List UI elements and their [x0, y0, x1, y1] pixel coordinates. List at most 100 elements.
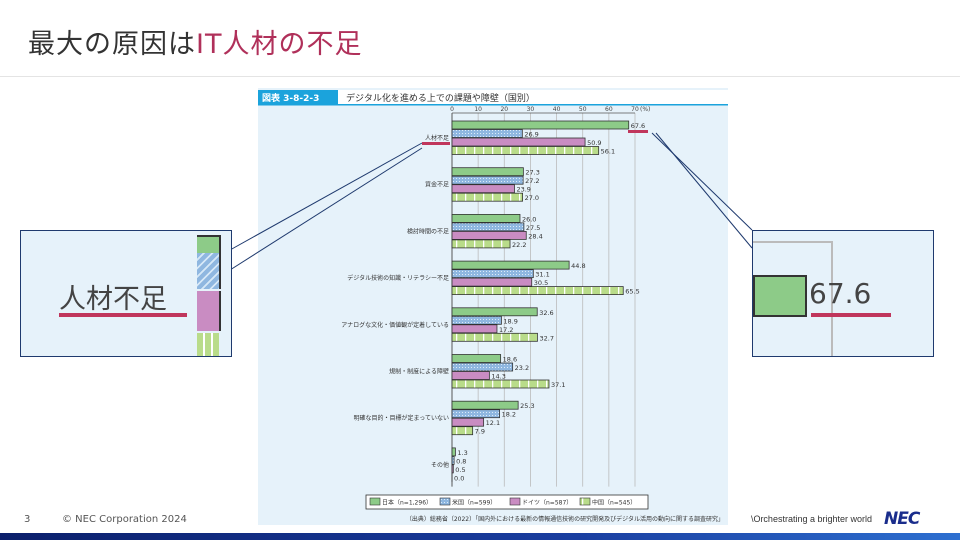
category-label: 明確な目的・目標が定まっていない	[354, 414, 449, 422]
bar	[451, 447, 456, 457]
data-label: 23.2	[515, 364, 529, 372]
data-label: 18.6	[503, 356, 517, 364]
legend-swatch	[579, 497, 591, 506]
bar	[451, 455, 455, 465]
title-accent: IT人材の不足	[196, 29, 363, 60]
data-label: 32.6	[539, 309, 553, 317]
bar	[451, 120, 630, 130]
bar	[451, 371, 490, 380]
bar	[451, 239, 511, 249]
bar	[451, 464, 454, 474]
bar	[451, 230, 527, 240]
bar	[451, 137, 586, 147]
bottom-bar	[0, 533, 960, 540]
data-label: 12.1	[486, 419, 500, 427]
data-label: 27.2	[525, 177, 539, 185]
bar	[451, 315, 502, 325]
legend-label: 中国（n=545）	[592, 499, 636, 507]
data-label: 0.8	[456, 457, 466, 465]
legend	[365, 494, 649, 510]
data-label: 27.3	[525, 169, 539, 177]
figure-id-badge	[258, 90, 338, 104]
data-label: 1.3	[457, 449, 467, 457]
bar	[451, 146, 600, 155]
category-label: 資金不足	[425, 181, 449, 189]
data-label: 37.1	[551, 381, 565, 389]
bar	[451, 222, 525, 232]
bar	[451, 286, 624, 296]
data-label: 67.6	[631, 122, 645, 130]
data-label: 18.2	[502, 411, 516, 419]
data-label: 50.9	[587, 139, 601, 147]
x-tick-label: 70	[631, 106, 639, 113]
category-label: 人材不足	[425, 134, 449, 142]
data-label: 22.2	[512, 241, 526, 249]
category-label: アナログな文化・価値観が定着している	[341, 321, 449, 329]
legend-swatch	[369, 497, 381, 506]
category-label: デジタル技術の知識・リテラシー不足	[347, 274, 449, 282]
x-tick-label: 20	[500, 106, 508, 113]
x-tick-label: 50	[579, 106, 587, 113]
data-label: 44.8	[571, 262, 585, 270]
category-label: 検討時間の不足	[407, 227, 449, 235]
data-label: 32.7	[539, 334, 553, 342]
bar	[451, 260, 570, 270]
legend-swatch	[439, 497, 451, 506]
legend-label: 米国（n=599）	[452, 499, 496, 507]
callout-left-underline	[59, 313, 187, 317]
data-label: 23.9	[516, 186, 530, 194]
nec-logo: NEC	[884, 509, 920, 529]
data-label: 0.5	[455, 466, 465, 474]
legend-label: 日本（n=1,296）	[382, 499, 432, 507]
x-tick-label: 10	[474, 106, 482, 113]
data-label: 30.5	[534, 279, 548, 287]
page-title: 最大の原因はIT人材の不足	[28, 22, 362, 61]
bar	[451, 307, 538, 317]
bar	[451, 362, 514, 372]
bar	[451, 400, 519, 410]
callout-right-zoom: 67.6	[752, 230, 934, 357]
bar	[451, 417, 485, 427]
data-label: 25.3	[520, 402, 534, 410]
callout-right-value: 67.6	[809, 277, 872, 310]
bar	[451, 167, 524, 177]
legend-swatch	[509, 497, 521, 506]
data-label: 26.9	[524, 131, 538, 139]
x-tick-label: 40	[553, 106, 561, 113]
data-label: 28.4	[528, 232, 542, 240]
legend-label: ドイツ（n=587）	[522, 500, 572, 507]
bar	[451, 175, 524, 185]
bar	[451, 269, 534, 279]
bar	[451, 214, 521, 223]
data-label: 17.2	[499, 326, 513, 334]
bar	[451, 332, 538, 342]
title-divider	[0, 76, 960, 77]
figure-id: 図表 3-8-2-3	[262, 92, 319, 104]
category-label: その他	[431, 461, 449, 469]
data-label: 7.9	[475, 428, 485, 436]
callout-left-zoom: 人材不足	[20, 230, 232, 357]
bar	[451, 129, 523, 138]
data-label: 18.9	[503, 317, 517, 325]
x-tick-label: 60	[605, 106, 613, 113]
data-label: 0.0	[454, 474, 464, 482]
bar	[451, 324, 498, 334]
category-label: 規制・制度による障壁	[389, 368, 449, 376]
data-label: 65.5	[625, 288, 639, 296]
data-label: 26.0	[522, 215, 536, 223]
callout-left-label: 人材不足	[59, 284, 167, 315]
bar	[451, 426, 474, 436]
data-label: 56.1	[601, 148, 615, 156]
chart-title: デジタル化を進める上での課題や障壁（国別）	[346, 92, 535, 104]
callout-right-underline	[811, 313, 891, 317]
bar	[451, 277, 533, 287]
data-label: 31.1	[535, 271, 549, 279]
tagline: \Orchestrating a brighter world	[750, 514, 872, 524]
title-prefix: 最大の原因は	[28, 29, 196, 60]
bar	[451, 379, 550, 389]
x-axis-unit: (%)	[640, 106, 650, 113]
page-number: 3	[24, 514, 31, 525]
bar	[451, 192, 523, 202]
